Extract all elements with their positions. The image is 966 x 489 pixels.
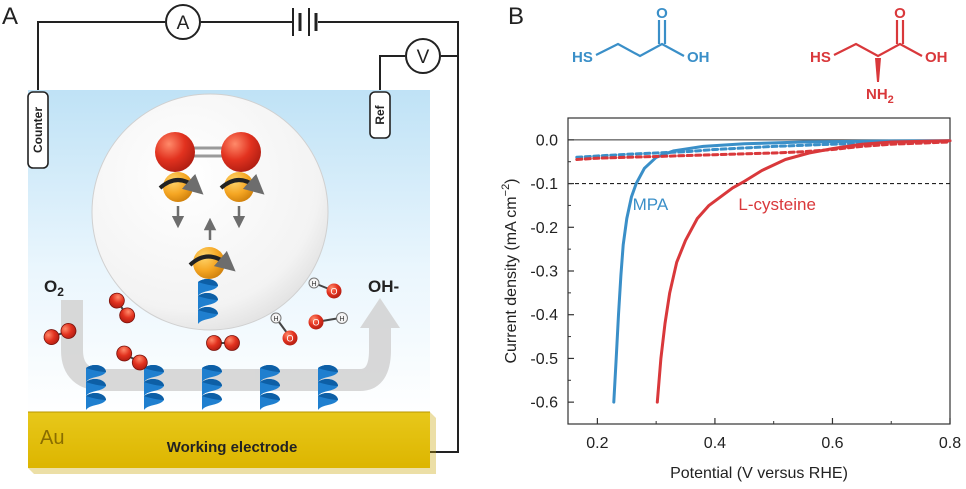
y-tick-label: -0.2 xyxy=(530,220,558,237)
mpa-structure: HS O OH xyxy=(572,5,710,66)
y-tick-label: 0.0 xyxy=(536,132,558,149)
circuit-wire-ref xyxy=(379,55,405,92)
svg-text:H: H xyxy=(311,281,316,288)
series-mpa-solid xyxy=(612,139,952,404)
reference-electrode: Ref xyxy=(369,91,391,139)
panel-b-label: B xyxy=(508,3,524,30)
water-molecule-icon: O H xyxy=(308,312,348,330)
mpa-o: O xyxy=(656,5,668,22)
rotation-arrow-icon xyxy=(219,173,265,195)
oh-label: OH- xyxy=(368,277,399,296)
cysteine-structure: HS O OH NH2 xyxy=(810,5,948,106)
annotation-cysteine: L-cysteine xyxy=(738,195,815,214)
y-tick-label: -0.4 xyxy=(530,307,558,324)
cys-sh: HS xyxy=(810,49,831,66)
counter-label: Counter xyxy=(31,107,45,153)
working-electrode-label: Working electrode xyxy=(167,439,298,456)
rotation-arrow-icon xyxy=(188,250,236,272)
cys-nh2: NH2 xyxy=(866,86,894,106)
x-tick-label: 0.8 xyxy=(939,435,961,452)
water-molecule-icon: H O xyxy=(308,277,342,299)
annotation-mpa: MPA xyxy=(633,195,669,214)
cys-oh: OH xyxy=(925,49,948,66)
series-cysteine-dashed xyxy=(575,140,952,161)
x-tick-label: 0.4 xyxy=(704,435,726,452)
magnified-view xyxy=(91,93,329,331)
ammeter-icon: A xyxy=(165,4,201,40)
water-molecule-icon: H O xyxy=(270,312,298,346)
ammeter-label: A xyxy=(177,13,190,34)
ref-label: Ref xyxy=(373,104,387,124)
o2-molecule-large xyxy=(155,132,261,172)
panel-a-label: A xyxy=(2,3,18,30)
svg-text:H: H xyxy=(339,316,344,323)
reaction-arrow xyxy=(61,298,400,391)
gold-electrode: Au Working electrode xyxy=(28,411,436,474)
cys-o: O xyxy=(894,5,906,22)
y-tick-label: -0.3 xyxy=(530,264,558,281)
panel-a: A A V Counter xyxy=(2,3,459,474)
circuit-wire-counter xyxy=(37,21,165,92)
mpa-sh: HS xyxy=(572,49,593,66)
svg-text:O: O xyxy=(286,334,293,344)
rotation-arrow-icon xyxy=(158,173,204,195)
x-tick-label: 0.6 xyxy=(821,435,843,452)
counter-electrode: Counter xyxy=(27,91,49,169)
plot-frame xyxy=(567,117,951,425)
spin-ball xyxy=(193,247,225,279)
spin-ball xyxy=(163,172,193,202)
y-tick-label: -0.6 xyxy=(530,395,558,412)
au-label: Au xyxy=(40,427,64,449)
svg-text:H: H xyxy=(273,316,278,323)
voltmeter-label: V xyxy=(417,47,430,68)
y-axis-label: Current density (mA cm−2) xyxy=(500,178,520,363)
x-axis-label: Potential (V versus RHE) xyxy=(670,465,848,482)
spin-ball xyxy=(224,172,254,202)
circuit-wire-working xyxy=(318,21,459,453)
x-tick-label: 0.2 xyxy=(586,435,608,452)
battery-icon xyxy=(292,8,318,36)
series-cysteine-solid xyxy=(655,139,952,404)
y-tick-label: -0.5 xyxy=(530,351,558,368)
voltmeter-icon: V xyxy=(405,38,441,74)
o2-label: O2 xyxy=(44,277,64,299)
mpa-oh: OH xyxy=(687,49,710,66)
water-molecules: H O O H H O xyxy=(270,277,348,346)
svg-text:O: O xyxy=(312,318,319,328)
svg-text:O: O xyxy=(330,287,337,297)
y-tick-label: -0.1 xyxy=(530,176,558,193)
